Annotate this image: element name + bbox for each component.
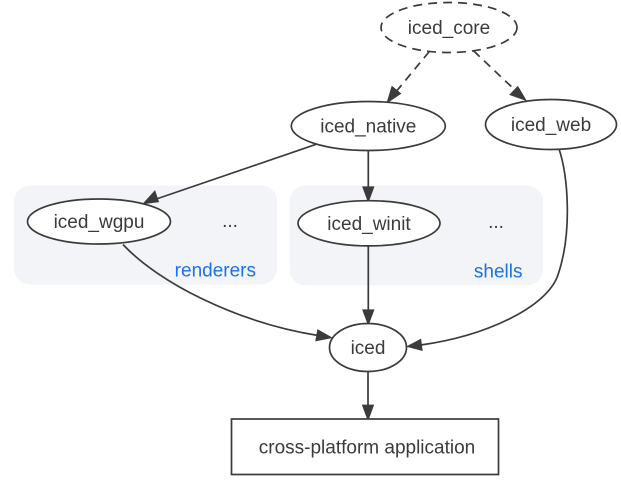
node-iced_web: iced_web — [484, 98, 618, 151]
group-renderers-ellipsis: ... — [222, 211, 238, 232]
node-application-label: cross-platform application — [259, 438, 475, 459]
node-iced_web-shape — [484, 98, 618, 151]
edge-iced_native-to-iced_winit — [362, 150, 375, 204]
edge-iced_core-to-iced_native-line — [391, 50, 430, 97]
group-renderers-label: renderers — [175, 261, 256, 282]
edge-iced_core-to-iced_native-arrowhead — [386, 85, 402, 104]
edge-iced_web-to-iced — [405, 148, 569, 352]
edge-iced-to-application — [361, 371, 375, 422]
edge-iced_web-to-iced-arrowhead — [405, 338, 423, 352]
edge-iced_core-to-iced_native — [386, 50, 430, 104]
node-iced_core-label: iced_core — [408, 18, 490, 39]
edge-iced_core-to-iced_web-arrowhead — [509, 85, 528, 102]
edge-iced_wgpu-to-iced-line — [122, 243, 319, 337]
node-application: cross-platform application — [230, 418, 500, 476]
edge-iced_core-to-iced_web-line — [472, 50, 521, 96]
node-iced_winit: iced_winit — [297, 199, 441, 247]
node-iced_wgpu-shape — [26, 198, 172, 245]
edge-iced_wgpu-to-iced — [122, 243, 333, 342]
node-iced_web-label: iced_web — [511, 115, 591, 136]
group-shells-label: shells — [474, 262, 523, 283]
node-iced_wgpu-label: iced_wgpu — [54, 212, 145, 233]
edge-iced_native-to-iced_wgpu-arrowhead — [142, 190, 160, 205]
node-iced_native-shape — [290, 100, 447, 152]
node-iced_native-label: iced_native — [320, 117, 416, 138]
edge-iced_native-to-iced_wgpu — [142, 143, 317, 205]
node-iced_wgpu: iced_wgpu — [26, 198, 172, 245]
node-iced-shape — [328, 322, 408, 373]
node-iced_winit-label: iced_winit — [327, 214, 411, 235]
node-iced: iced — [328, 322, 408, 373]
node-iced_native: iced_native — [290, 100, 447, 152]
node-iced_core-shape — [380, 1, 518, 54]
edge-iced_web-to-iced-line — [420, 148, 569, 346]
edge-iced_core-to-iced_web — [472, 50, 528, 102]
edge-iced_winit-to-iced-arrowhead — [362, 309, 375, 327]
group-shells-ellipsis: ... — [488, 212, 504, 233]
edge-iced_winit-to-iced — [362, 245, 375, 327]
node-iced_core: iced_core — [380, 1, 518, 54]
edge-iced_native-to-iced_winit-arrowhead — [362, 186, 375, 204]
edge-iced-to-application-arrowhead — [361, 404, 375, 422]
node-iced_winit-shape — [297, 199, 441, 247]
node-iced-label: iced — [351, 338, 386, 359]
node-application-shape — [230, 418, 500, 476]
edge-iced_native-to-iced_wgpu-line — [156, 143, 317, 200]
edge-iced_wgpu-to-iced-arrowhead — [315, 329, 333, 342]
